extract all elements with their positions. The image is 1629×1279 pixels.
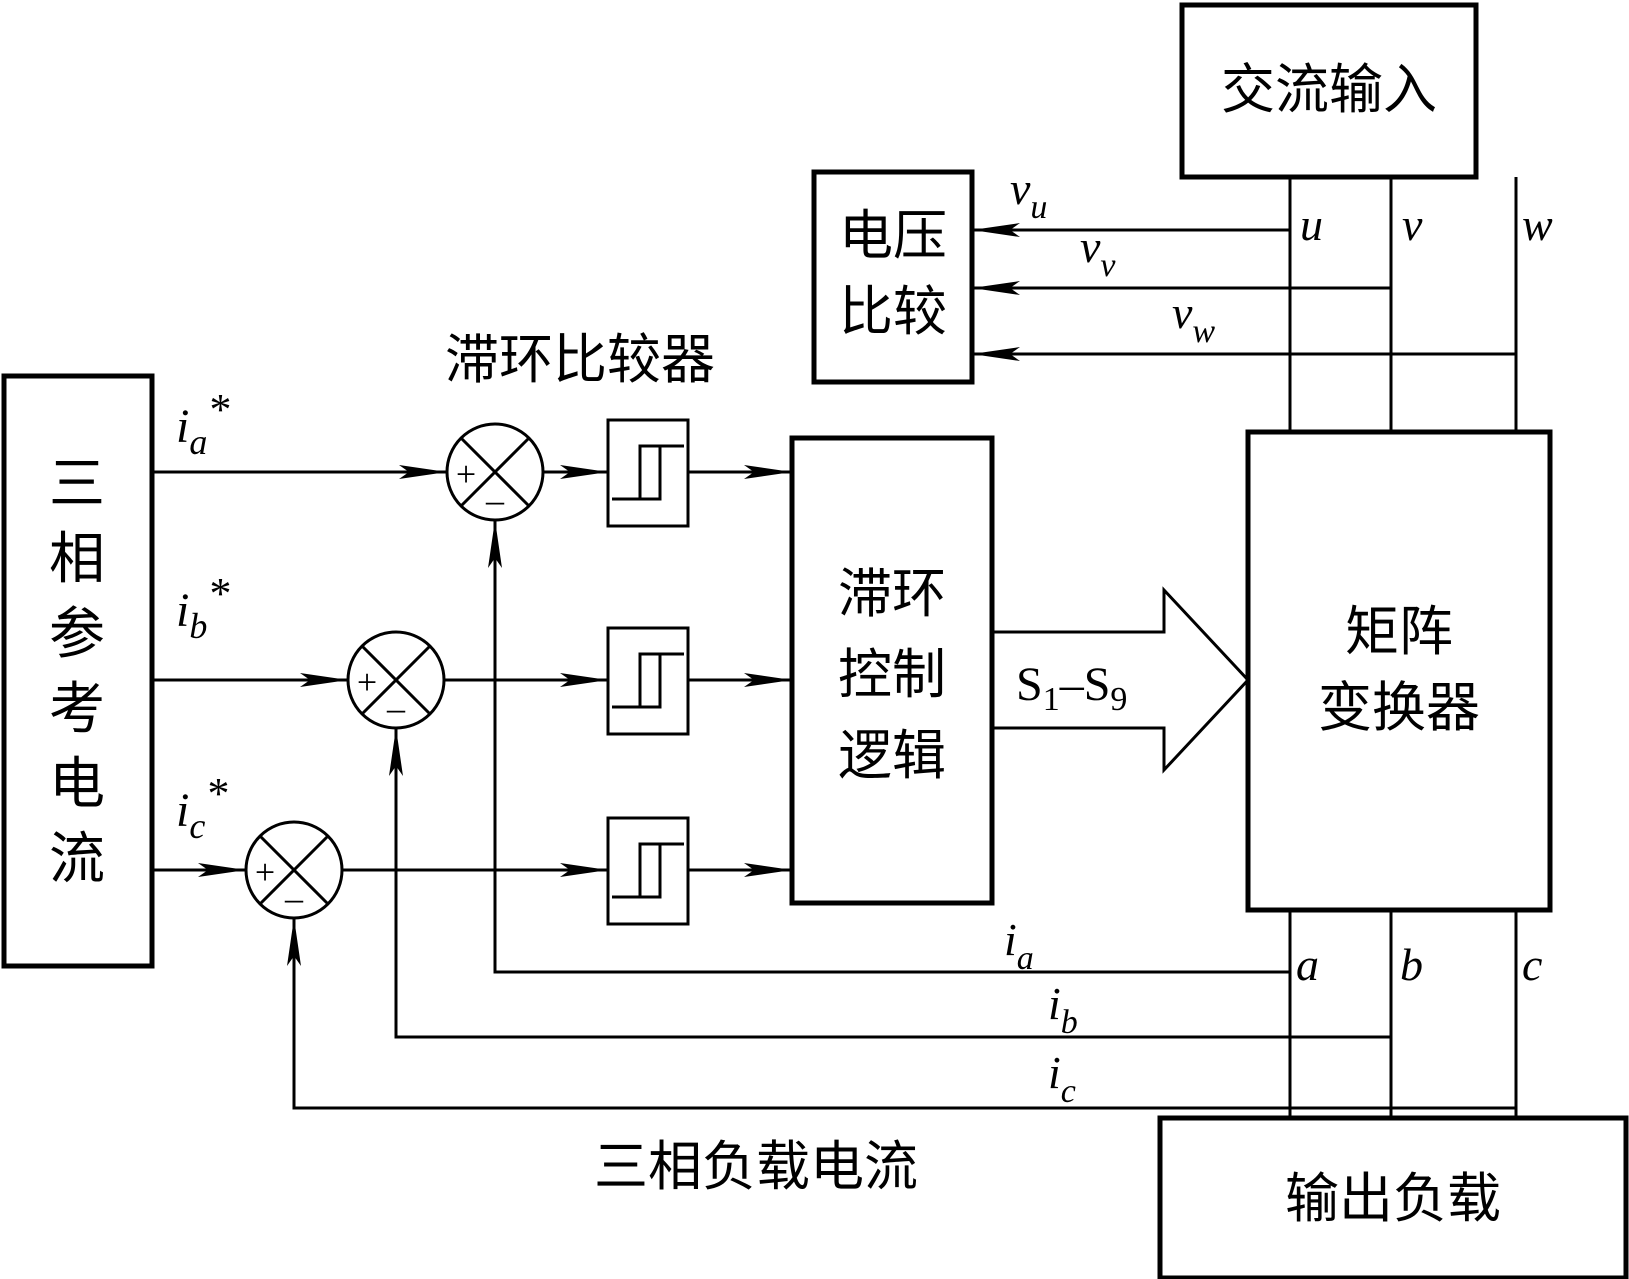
voltage-vw-label: vw bbox=[1172, 287, 1215, 350]
summer-b-plus: + bbox=[357, 662, 377, 702]
voltage-sense-w: vw bbox=[972, 287, 1516, 361]
reference-current-char-1: 三 bbox=[49, 452, 105, 517]
reference-current-char-4: 考 bbox=[49, 677, 105, 742]
hysteresis-comparator-label: 滞环比较器 bbox=[445, 328, 715, 391]
summer-b: + – bbox=[346, 630, 446, 730]
voltage-sense-u: vu bbox=[972, 163, 1290, 237]
switch-signal-label: S1–S9 bbox=[1016, 658, 1127, 718]
reference-current-char-5: 电 bbox=[49, 752, 105, 817]
reference-current-block: 三 相 参 考 电 流 bbox=[1, 373, 155, 969]
reference-current-char-2: 相 bbox=[49, 527, 105, 592]
hysteresis-logic-label-line1: 滞环 bbox=[838, 562, 946, 625]
switch-signal-arrow: S1–S9 bbox=[992, 586, 1251, 774]
voltage-vu-label: vu bbox=[1010, 163, 1047, 226]
ref-ia-label: ia* bbox=[176, 385, 229, 462]
summer-a: + – bbox=[445, 422, 545, 522]
output-load-block: 输出负载 bbox=[1157, 1115, 1629, 1279]
voltage-vv-label: vv bbox=[1080, 221, 1116, 284]
phase-w-label: w bbox=[1522, 199, 1553, 250]
phase-u-label: u bbox=[1300, 199, 1323, 250]
matrix-converter-label-line1: 矩阵 bbox=[1345, 600, 1453, 663]
voltage-compare-block: 电压 比较 bbox=[811, 169, 975, 385]
feedback-ib-label: ib bbox=[1048, 978, 1078, 1041]
phase-v-label: v bbox=[1402, 199, 1423, 250]
matrix-converter-label-line2: 变换器 bbox=[1318, 676, 1480, 739]
load-current-label: 三相负载电流 bbox=[594, 1135, 918, 1198]
feedback-ic-label: ic bbox=[1048, 1047, 1076, 1110]
hysteresis-comparator-b bbox=[606, 626, 690, 736]
phase-c-path: ic* + – ic bbox=[152, 769, 1516, 1110]
output-load-label: 输出负载 bbox=[1285, 1167, 1501, 1230]
voltage-compare-label-line2: 比较 bbox=[839, 280, 947, 343]
phase-a-label: a bbox=[1296, 939, 1319, 990]
summer-c-plus: + bbox=[255, 852, 275, 892]
voltage-sense-v: vv bbox=[972, 221, 1391, 295]
summer-a-plus: + bbox=[456, 454, 476, 494]
ref-ic-label: ic* bbox=[176, 769, 227, 846]
reference-current-char-6: 流 bbox=[49, 827, 105, 892]
phase-b-label: b bbox=[1400, 939, 1423, 990]
phase-a-path: ia* + – ia bbox=[152, 385, 1290, 977]
ac-input-label: 交流输入 bbox=[1221, 58, 1437, 121]
summer-c-minus: – bbox=[284, 878, 304, 918]
reference-current-char-3: 参 bbox=[49, 602, 105, 667]
summer-b-minus: – bbox=[386, 688, 406, 728]
feedback-ia-label: ia bbox=[1004, 914, 1034, 977]
hysteresis-logic-label-line3: 逻辑 bbox=[838, 724, 946, 787]
hysteresis-comparator-a bbox=[606, 418, 690, 528]
phase-c-label: c bbox=[1522, 939, 1542, 990]
hysteresis-comparator-c bbox=[606, 816, 690, 926]
hysteresis-logic-block: 滞环 控制 逻辑 bbox=[789, 435, 995, 906]
matrix-converter-block: 矩阵 变换器 bbox=[1245, 429, 1553, 913]
ac-input-block: 交流输入 bbox=[1179, 2, 1479, 180]
output-phase-wires bbox=[1288, 910, 1518, 1118]
ref-ib-label: ib* bbox=[176, 569, 229, 646]
voltage-compare-label-line1: 电压 bbox=[839, 204, 947, 267]
hysteresis-logic-label-line2: 控制 bbox=[838, 643, 946, 706]
phase-b-path: ib* + – ib bbox=[152, 569, 1391, 1041]
input-phase-wires bbox=[1288, 177, 1518, 432]
summer-c: + – bbox=[244, 820, 344, 920]
summer-a-minus: – bbox=[485, 480, 505, 520]
